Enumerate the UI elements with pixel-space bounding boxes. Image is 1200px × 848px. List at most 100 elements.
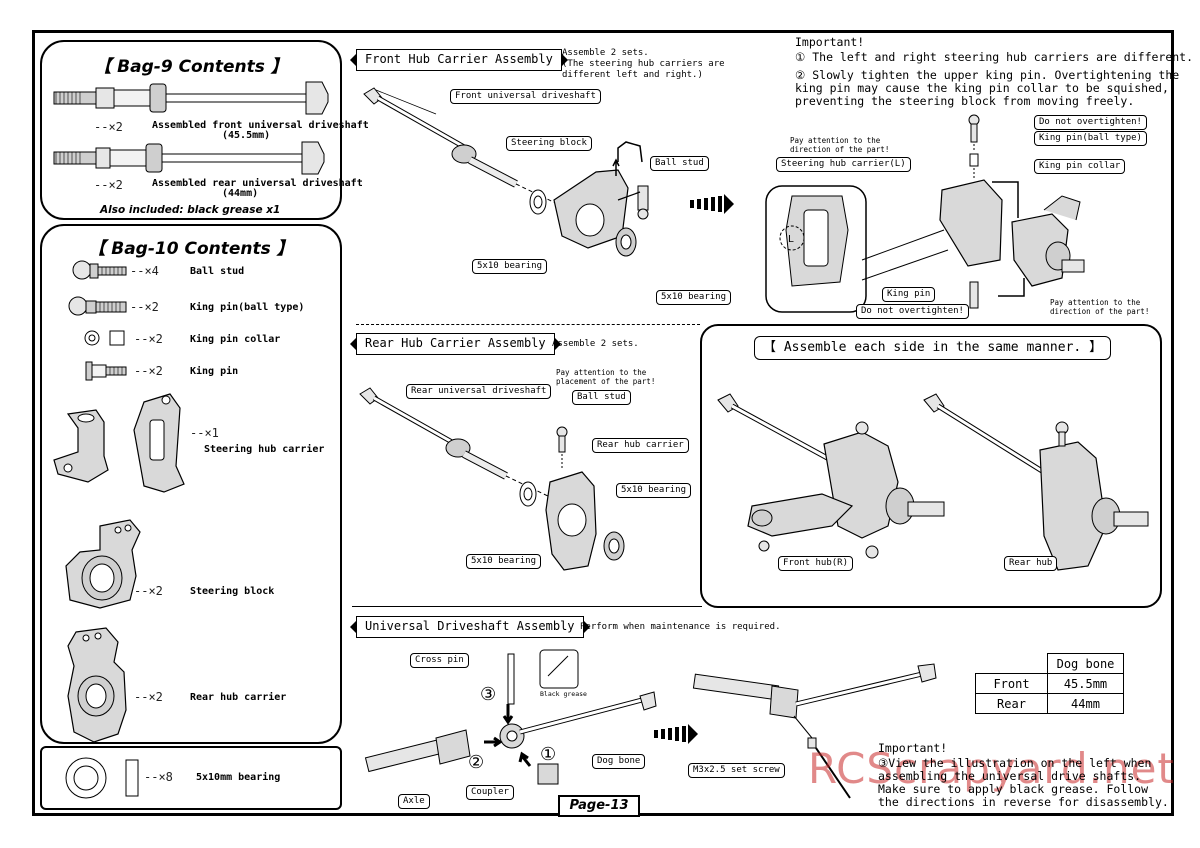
front-hub-section-title: Front Hub Carrier Assembly bbox=[350, 49, 568, 71]
label-ball-stud-rear: Ball stud bbox=[572, 390, 631, 405]
bag9-box: 【 Bag-9 Contents 】 --×2 Assembled front … bbox=[40, 40, 369, 220]
step-3-marker: ③ bbox=[480, 684, 497, 705]
dog-table-value-front: 45.5mm bbox=[1047, 673, 1124, 694]
king-pin-icon bbox=[85, 361, 127, 381]
label-bearing-front-b: 5x10 bearing bbox=[656, 290, 732, 305]
important1-heading: Important! bbox=[795, 35, 865, 49]
bearing-qty: --×8 bbox=[144, 770, 173, 784]
same-manner-title: 【 Assemble each side in the same manner.… bbox=[754, 336, 1112, 360]
bag10-item1-name: Ball stud bbox=[190, 266, 245, 277]
watermark: RCScrapyard.net bbox=[808, 744, 1175, 793]
dog-table-label-rear: Rear bbox=[975, 693, 1048, 714]
dog-table-row: Front 45.5mm bbox=[975, 673, 1124, 694]
bag9-item1-qty: --×2 bbox=[94, 120, 123, 134]
front-note-1: Assemble 2 sets. bbox=[562, 48, 649, 58]
bag10-item1-qty: --×4 bbox=[130, 264, 159, 278]
label-cross-pin: Cross pin bbox=[410, 653, 469, 668]
divider-front-rear bbox=[356, 324, 700, 325]
note-pay-attention-b1: Pay attention to the bbox=[1050, 298, 1141, 307]
bag10-item6-qty: --×2 bbox=[134, 584, 163, 598]
front-hub-exploded-illustration bbox=[363, 87, 649, 257]
important1-line3: king pin may cause the king pin collar t… bbox=[795, 81, 1169, 95]
front-driveshaft-illustration bbox=[53, 81, 329, 115]
l-mark: L bbox=[788, 234, 794, 245]
dog-table-header: Dog bone bbox=[1047, 653, 1124, 674]
rear-hub-assembled-illustration bbox=[923, 393, 1149, 571]
front-note-2: (The steering hub carriers are bbox=[562, 59, 725, 69]
bag9-item2-qty: --×2 bbox=[94, 178, 123, 192]
important1-line2: ② Slowly tighten the upper king pin. Ove… bbox=[795, 68, 1180, 82]
label-king-pin-ball: King pin(ball type) bbox=[1034, 131, 1147, 146]
steering-hub-carrier-illustration bbox=[53, 393, 185, 493]
dog-table-label-front: Front bbox=[975, 673, 1048, 694]
label-do-not-overtighten-top: Do not overtighten! bbox=[1034, 115, 1147, 130]
bearing-icon bbox=[65, 757, 139, 799]
step-arrow-1 bbox=[690, 194, 734, 214]
front-hub-assembled-illustration bbox=[717, 393, 945, 559]
ball-stud-icon bbox=[72, 260, 127, 280]
bag10-item7-qty: --×2 bbox=[134, 690, 163, 704]
bearing-box: --×8 5x10mm bearing bbox=[40, 746, 342, 810]
label-dog-bone: Dog bone bbox=[592, 754, 646, 769]
bag10-item6-name: Steering block bbox=[190, 586, 275, 597]
label-rear-hub: Rear hub bbox=[1004, 556, 1058, 571]
divider-rear-universal bbox=[352, 606, 702, 607]
note-pay-attention-a2: direction of the part! bbox=[790, 145, 890, 154]
bag9-title: 【 Bag-9 Contents 】 bbox=[94, 57, 288, 77]
rear-hub-exploded-illustration bbox=[359, 387, 625, 571]
label-steering-hub-carrier-l: Steering hub carrier(L) bbox=[776, 157, 911, 172]
label-king-pin: King pin bbox=[882, 287, 936, 302]
universal-assembled-illustration bbox=[692, 663, 937, 799]
king-pin-detail-illustration: L bbox=[765, 114, 1085, 313]
bag10-item2-name: King pin(ball type) bbox=[190, 302, 305, 313]
king-pin-collar-icon bbox=[84, 330, 125, 346]
step-arrow-2 bbox=[654, 724, 698, 744]
page-number: Page-13 bbox=[558, 795, 640, 817]
important2-line4: the directions in reverse for disassembl… bbox=[878, 795, 1169, 809]
bag10-item3-qty: --×2 bbox=[134, 332, 163, 346]
note-pay-attention-a1: Pay attention to the bbox=[790, 136, 881, 145]
bag10-item4-qty: --×2 bbox=[134, 364, 163, 378]
note-rear-pay-2: placement of the part! bbox=[556, 377, 656, 386]
label-steering-block: Steering block bbox=[506, 136, 592, 151]
bag10-item5-qty: --×1 bbox=[190, 426, 219, 440]
rear-hub-section-title: Rear Hub Carrier Assembly bbox=[350, 333, 561, 355]
dog-table-row: Rear 44mm bbox=[975, 693, 1124, 714]
label-rear-driveshaft: Rear universal driveshaft bbox=[406, 384, 552, 399]
bag10-box: 【 Bag-10 Contents 】 --×4 Ball stud --×2 … bbox=[40, 224, 342, 744]
label-bearing-rear-a: 5x10 bearing bbox=[466, 554, 542, 569]
bag10-item4-name: King pin bbox=[190, 366, 239, 377]
steering-block-illustration bbox=[65, 519, 141, 609]
rear-note: Assemble 2 sets. bbox=[552, 339, 639, 349]
king-pin-ball-icon bbox=[68, 296, 127, 316]
label-rear-hub-carrier: Rear hub carrier bbox=[592, 438, 689, 453]
universal-section-title: Universal Driveshaft Assembly bbox=[350, 616, 590, 638]
label-set-screw: M3x2.5 set screw bbox=[688, 763, 785, 778]
label-coupler: Coupler bbox=[466, 785, 514, 800]
bag9-item1-name: Assembled front universal driveshaft bbox=[152, 120, 369, 131]
label-bearing-front-a: 5x10 bearing bbox=[472, 259, 548, 274]
note-pay-attention-b2: direction of the part! bbox=[1050, 307, 1150, 316]
bag9-item2-size: (44mm) bbox=[222, 188, 259, 199]
label-black-grease: Black grease bbox=[540, 690, 587, 698]
bag9-item1-size: (45.5mm) bbox=[222, 130, 271, 141]
bag9-also-included: Also included: black grease x1 bbox=[100, 204, 281, 216]
important1-line4: preventing the steering block from movin… bbox=[795, 94, 1135, 108]
important1-line1: ① The left and right steering hub carrie… bbox=[795, 50, 1194, 64]
label-front-hub-r: Front hub(R) bbox=[778, 556, 854, 571]
important2-line2: assembling the universal drive shafts. bbox=[878, 769, 1142, 783]
label-bearing-rear-b: 5x10 bearing bbox=[616, 483, 692, 498]
label-axle: Axle bbox=[398, 794, 430, 809]
universal-note: Perform when maintenance is required. bbox=[580, 622, 781, 632]
important2-line1: ③View the illustration on the left when bbox=[878, 756, 1152, 770]
rear-driveshaft-illustration bbox=[53, 141, 325, 175]
label-front-driveshaft: Front universal driveshaft bbox=[450, 89, 601, 104]
note-rear-pay-1: Pay attention to the bbox=[556, 368, 647, 377]
dog-table-header-row: Dog bone bbox=[975, 653, 1124, 674]
dog-bone-table: Dog bone Front 45.5mm Rear 44mm bbox=[975, 653, 1124, 714]
bag10-item2-qty: --×2 bbox=[130, 300, 159, 314]
step-1-marker: ① bbox=[540, 744, 557, 765]
same-manner-box: 【 Assemble each side in the same manner.… bbox=[700, 324, 1162, 608]
universal-exploded-illustration bbox=[364, 649, 657, 785]
bag9-item2-name: Assembled rear universal driveshaft bbox=[152, 178, 363, 189]
